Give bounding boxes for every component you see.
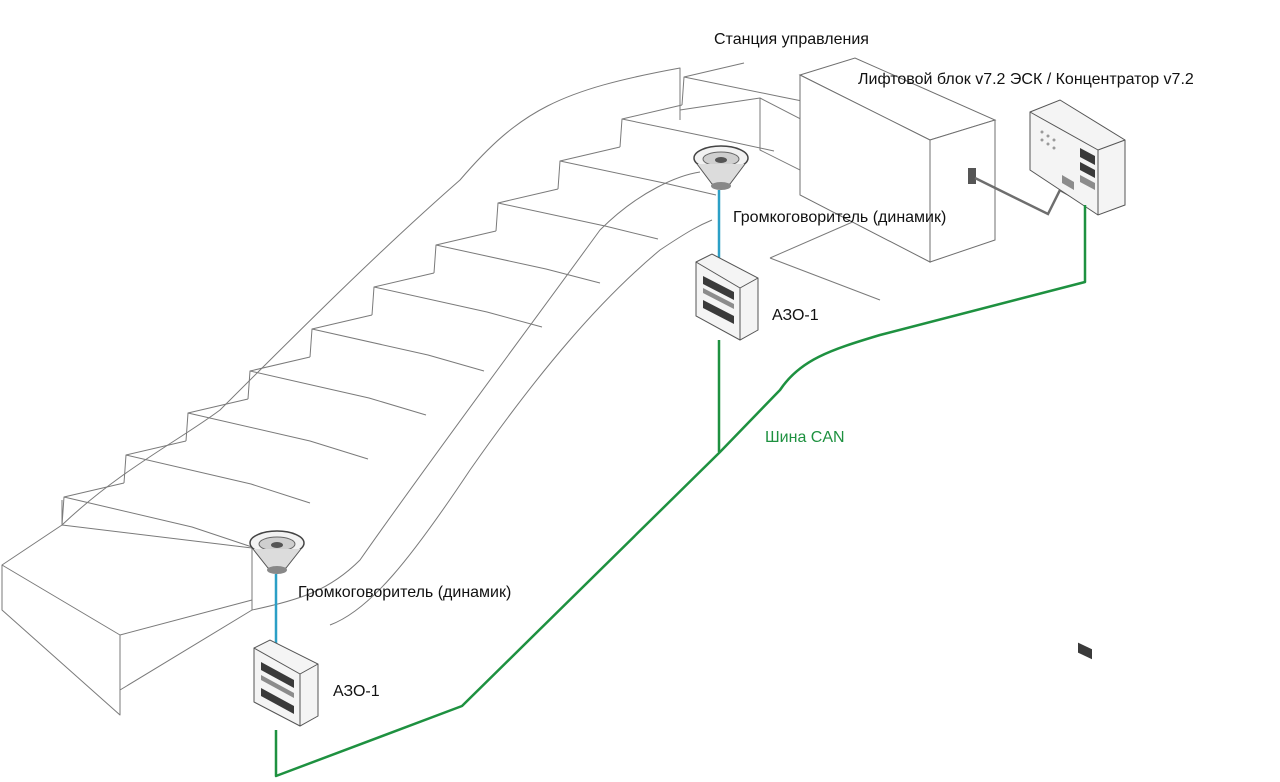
stair-step: [185, 398, 369, 460]
can-bus-line: [274, 205, 1087, 778]
stair-step: [619, 104, 775, 152]
station-label: Станция управления: [714, 31, 869, 48]
stair-step: [495, 188, 659, 240]
speaker-label-lower: Громкоговоритель (динамик): [298, 584, 511, 601]
azo-device-icon: [695, 253, 759, 341]
can-bus-label: Шина CAN: [765, 429, 845, 446]
stair-step: [309, 314, 485, 372]
stair-step: [247, 356, 427, 416]
azo-device-icon: [253, 639, 319, 727]
stair-step: [433, 230, 601, 284]
lift-block-device-icon: [1029, 99, 1126, 660]
control-station-cabinet-icon: [798, 57, 997, 263]
speaker-icon: [249, 530, 305, 574]
stair-step: [123, 440, 311, 504]
lift-block-label: Лифтовой блок v7.2 ЭСК / Концентратор v7…: [858, 71, 1194, 88]
stair-step: [61, 482, 253, 548]
azo-label-lower: АЗО-1: [333, 683, 380, 700]
speaker-label-upper: Громкоговоритель (динамик): [733, 209, 946, 226]
stair-step: [371, 272, 543, 328]
stair-step: [557, 146, 717, 196]
azo-label-upper: АЗО-1: [772, 307, 819, 324]
speaker-icon: [693, 145, 749, 190]
staircase: [1, 62, 881, 716]
